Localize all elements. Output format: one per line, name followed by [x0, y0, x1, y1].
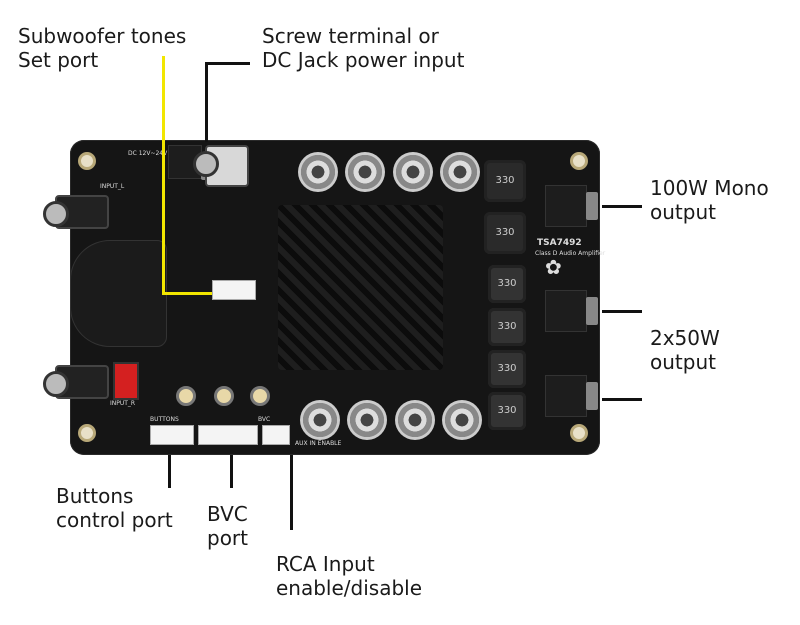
subwoofer-leader-line	[162, 56, 165, 294]
dc-jack	[193, 145, 249, 187]
mounting-hole	[570, 424, 588, 442]
output-terminal-mono	[545, 185, 598, 227]
label-line: Screw terminal or	[262, 24, 439, 48]
capacitor	[442, 400, 482, 440]
inductor: 330	[484, 212, 526, 254]
output-terminal-left	[545, 375, 598, 417]
rca-jack-right	[43, 365, 109, 399]
label-rca-enable: RCA Input enable/disable	[276, 552, 422, 600]
label-line: BVC	[207, 502, 248, 526]
subwoofer-leader-line	[162, 292, 212, 295]
silk-bvc: BVC	[258, 416, 271, 423]
silk-input-r: INPUT_R	[110, 400, 136, 407]
inductor: 330	[488, 308, 526, 346]
label-line: port	[207, 526, 248, 550]
power-leader-line	[205, 62, 208, 142]
label-line: output	[650, 200, 716, 224]
label-line: RCA Input	[276, 552, 375, 576]
capacitor	[395, 400, 435, 440]
inductor: 330	[484, 160, 526, 202]
silk-aux: AUX IN ENABLE	[295, 440, 342, 447]
label-line: Buttons	[56, 484, 134, 508]
label-line: Subwoofer tones	[18, 24, 187, 48]
silk-dc: DC 12V~24V	[128, 150, 168, 157]
inductor: 330	[488, 350, 526, 388]
mounting-hole	[78, 152, 96, 170]
label-buttons-port: Buttons control port	[56, 484, 173, 532]
red-switch	[113, 362, 139, 400]
label-power-input: Screw terminal or DC Jack power input	[262, 24, 464, 72]
mounting-hole	[78, 424, 96, 442]
subwoofer-connector	[212, 280, 256, 300]
capacitor	[300, 400, 340, 440]
heatsink	[278, 205, 443, 370]
chip-subtitle: Class D Audio Amplifier	[535, 250, 606, 257]
label-bvc-port: BVC port	[207, 502, 248, 550]
bvc-leader-line	[230, 455, 233, 488]
rca-jack-left	[43, 195, 109, 229]
label-line: 100W Mono	[650, 176, 769, 200]
label-line: DC Jack power input	[262, 48, 465, 72]
label-line: enable/disable	[276, 576, 423, 600]
label-mono-output: 100W Mono output	[650, 176, 769, 224]
label-line: output	[650, 350, 716, 374]
rca-leader-line	[290, 455, 293, 530]
output-terminal-right	[545, 290, 598, 332]
label-line: 2x50W	[650, 326, 720, 350]
power-leader-line	[205, 62, 250, 65]
capacitor	[393, 152, 433, 192]
inductor: 330	[488, 392, 526, 430]
bvc-connector	[198, 425, 258, 445]
capacitor	[440, 152, 480, 192]
label-subwoofer-port: Subwoofer tones Set port	[18, 24, 186, 72]
label-line: Set port	[18, 48, 99, 72]
push-button	[214, 386, 234, 406]
buttons-leader-line	[168, 455, 171, 488]
lotus-logo-icon: ✿	[545, 255, 562, 279]
silk-input-l: INPUT_L	[100, 183, 125, 190]
bluetooth-module	[70, 240, 167, 347]
push-button	[176, 386, 196, 406]
label-line: control port	[56, 508, 173, 532]
buttons-connector	[150, 425, 194, 445]
mounting-hole	[570, 152, 588, 170]
push-button	[250, 386, 270, 406]
inductor: 330	[488, 265, 526, 303]
mono-leader-line	[602, 205, 642, 208]
capacitor	[298, 152, 338, 192]
silk-buttons: BUTTONS	[150, 416, 179, 423]
stereo-leader-line	[602, 310, 642, 313]
label-stereo-output: 2x50W output	[650, 326, 720, 374]
chip-name: TSA7492	[537, 238, 582, 248]
capacitor	[347, 400, 387, 440]
capacitor	[345, 152, 385, 192]
stereo-leader-line	[602, 398, 642, 401]
rca-enable-connector	[262, 425, 290, 445]
